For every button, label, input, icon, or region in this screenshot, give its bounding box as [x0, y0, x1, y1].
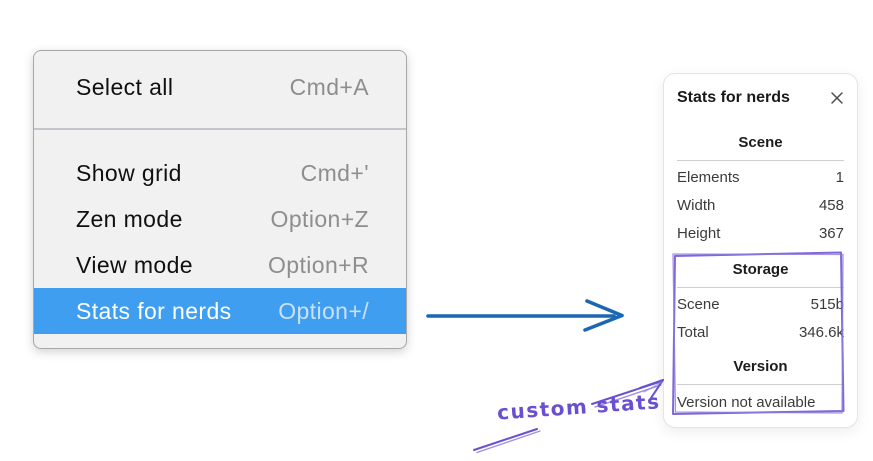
stat-row-scene-storage: Scene 515b — [677, 291, 844, 319]
stats-panel-title: Stats for nerds — [677, 89, 790, 106]
section-divider — [677, 384, 844, 385]
stats-panel: Stats for nerds Scene Elements 1 Width 4… — [663, 73, 858, 428]
stat-label: Elements — [677, 169, 740, 186]
menu-item-label: View mode — [76, 251, 193, 278]
section-scene: Scene Elements 1 Width 458 Height 367 — [677, 134, 844, 248]
menu-item-show-grid[interactable]: Show grid Cmd+' — [34, 150, 406, 196]
stat-value: 367 — [818, 225, 844, 242]
stats-panel-header: Stats for nerds — [677, 86, 844, 110]
menu-item-label: Show grid — [76, 159, 182, 186]
section-heading-storage: Storage — [732, 261, 789, 278]
close-icon[interactable] — [830, 91, 844, 105]
stat-value: 515b — [810, 296, 844, 313]
menu-divider — [34, 128, 406, 130]
section-heading-version: Version — [733, 358, 788, 375]
menu-item-shortcut: Option+Z — [270, 205, 369, 232]
stat-value: 458 — [818, 197, 844, 214]
menu-item-shortcut: Option+/ — [278, 297, 369, 324]
stat-label: Width — [677, 197, 716, 214]
section-version: Version Version not available — [677, 358, 844, 413]
menu-item-label: Zen mode — [76, 205, 183, 232]
stat-label: Scene — [677, 296, 720, 313]
section-storage: Storage Scene 515b Total 346.6k — [677, 261, 844, 347]
menu-item-stats-for-nerds[interactable]: Stats for nerds Option+/ — [34, 288, 406, 334]
section-divider — [677, 287, 844, 288]
stat-value: 346.6k — [798, 324, 844, 341]
stat-row-total-storage: Total 346.6k — [677, 319, 844, 347]
menu-item-shortcut: Option+R — [267, 251, 369, 278]
stat-value: 1 — [835, 169, 844, 186]
menu-item-shortcut: Cmd+' — [300, 159, 369, 186]
blue-arrow — [426, 299, 624, 332]
section-heading-scene: Scene — [738, 134, 783, 151]
menu-item-zen-mode[interactable]: Zen mode Option+Z — [34, 196, 406, 242]
menu-item-select-all[interactable]: Select all Cmd+A — [34, 64, 406, 110]
stat-row-elements: Elements 1 — [677, 164, 844, 192]
menu-item-label: Select all — [76, 73, 174, 100]
annotation-label: custom stats — [496, 389, 662, 425]
menu-item-shortcut: Cmd+A — [289, 73, 369, 100]
stat-label: Height — [677, 225, 721, 242]
stat-label: Total — [677, 324, 709, 341]
stat-row-height: Height 367 — [677, 220, 844, 248]
stat-row-width: Width 458 — [677, 192, 844, 220]
annotation-arrow-tail — [473, 428, 541, 454]
menu-item-view-mode[interactable]: View mode Option+R — [34, 242, 406, 288]
context-menu: Select all Cmd+A Show grid Cmd+' Zen mod… — [33, 50, 407, 349]
section-divider — [677, 160, 844, 161]
version-note: Version not available — [677, 394, 816, 411]
menu-item-label: Stats for nerds — [76, 297, 232, 324]
